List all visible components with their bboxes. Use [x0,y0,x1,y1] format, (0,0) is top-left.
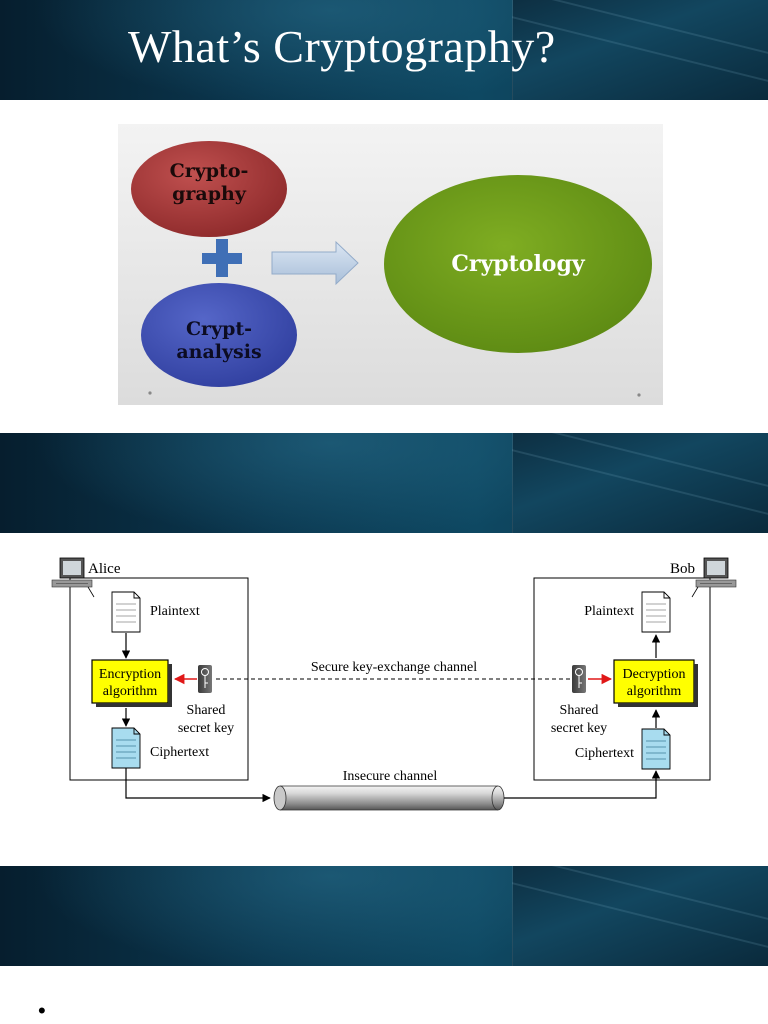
insecure-channel-pipe [273,785,505,811]
title-banner [0,433,768,533]
bob-label: Bob [670,561,695,577]
symmetric-key-diagram: Alice Plaintext Encryption algorithm Sha… [51,557,737,811]
alice-label: Alice [88,561,121,577]
insecure-channel-label: Insecure channel [343,769,438,784]
alice-key-label-line2: secret key [178,721,234,736]
bob-panel [533,577,711,781]
plus-icon [202,239,242,277]
banner-right-panel [512,0,768,100]
bob-ciphertext-document-icon [641,728,671,770]
bullet-point: • [38,998,46,1023]
title-banner: What’s Cryptography? [0,0,768,100]
banner-right-panel [512,433,768,533]
alice-plaintext-label: Plaintext [150,604,200,619]
alice-to-channel-arrow [125,768,271,803]
bob-key-icon [572,665,586,693]
alice-key-icon [198,665,212,693]
cryptography-circle [131,141,287,237]
encryption-box-shadow [168,664,172,707]
bob-computer-icon [691,557,737,598]
bob-plaintext-document-icon [641,591,671,633]
encryption-label-line2: algorithm [103,684,158,699]
bob-plaintext-label: Plaintext [584,604,634,619]
plaintext-document-icon [111,591,141,633]
secure-channel-label: Secure key-exchange channel [311,660,477,675]
banner-right-panel [512,866,768,966]
bob-key-label-line2: secret key [551,721,607,736]
slide-title: What’s Cryptography? [128,21,556,72]
title-banner [0,866,768,966]
corner-dot [637,393,641,397]
alice-computer-icon [51,557,95,598]
decryption-label-line1: Decryption [623,667,686,682]
decryption-box-shadow [618,703,698,707]
cryptanalysis-label-line2: analysis [176,341,261,363]
encryption-algorithm-box [91,659,169,704]
cryptography-label-line1: Crypto- [170,160,249,182]
cryptology-circle [384,175,652,353]
decryption-label-line2: algorithm [627,684,682,699]
cryptanalysis-circle [141,283,297,387]
cryptology-diagram: Crypto- graphy Crypt- analysis Cryptolog… [118,124,663,405]
encryption-box-shadow [96,703,172,707]
alice-ciphertext-label: Ciphertext [150,745,209,760]
decryption-box-shadow [694,664,698,707]
cryptography-label-line2: graphy [172,183,247,205]
encryption-label-line1: Encryption [99,667,161,682]
alice-key-label-line1: Shared [187,703,226,718]
corner-dot [148,391,152,395]
decryption-algorithm-box [613,659,695,704]
cryptology-label: Cryptology [451,251,586,277]
ciphertext-document-icon [111,727,141,769]
channel-to-bob-arrow [504,770,661,799]
right-arrow-icon [271,240,359,286]
bob-key-label-line1: Shared [560,703,599,718]
cryptanalysis-label-line1: Crypt- [186,318,252,340]
bob-ciphertext-label: Ciphertext [575,746,634,761]
